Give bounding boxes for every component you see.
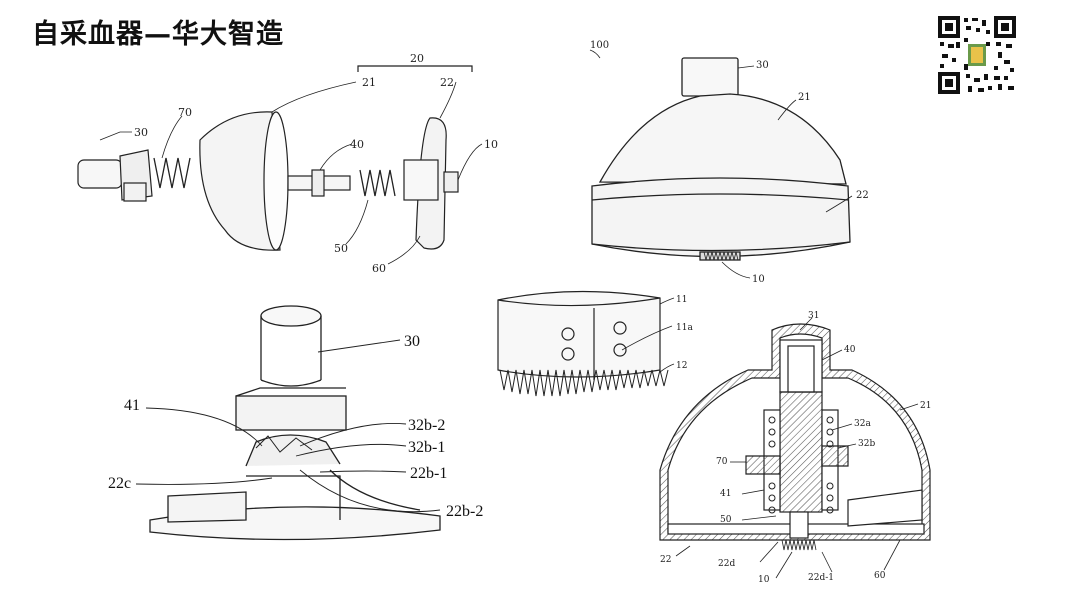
label-22c: 22c <box>108 475 131 492</box>
label-100: 100 <box>590 40 609 51</box>
label-11: 11 <box>676 295 687 305</box>
label-30-cutaway: 30 <box>404 333 420 350</box>
label-11a: 11a <box>676 323 693 333</box>
label-21-dome: 21 <box>798 92 811 103</box>
label-22b-1: 22b-1 <box>410 465 447 482</box>
page-title: 自采血器—华大智造 <box>32 19 284 50</box>
qr-code-icon <box>938 16 1016 94</box>
label-30: 30 <box>134 126 148 139</box>
label-12: 12 <box>676 361 687 371</box>
label-10-needle: 10 <box>752 274 765 285</box>
figure2-labels: 100 30 21 22 10 <box>590 40 869 285</box>
label-30-top: 30 <box>756 60 769 71</box>
label-32a: 32a <box>854 419 871 429</box>
figure4-labels: 11 11a 12 <box>676 295 693 371</box>
label-20: 20 <box>410 52 424 65</box>
label-32b-1: 32b-1 <box>408 439 445 456</box>
label-50: 50 <box>334 242 348 255</box>
label-22-base: 22 <box>856 190 869 201</box>
figure-cutaway-perspective <box>135 305 441 541</box>
figure5-labels: 31 40 21 32a 32b 70 41 50 22 22d 10 22d-… <box>660 311 931 585</box>
label-22b-2: 22b-2 <box>446 503 483 520</box>
figure-exploded-view <box>77 65 483 265</box>
figure-cross-section <box>659 317 931 579</box>
figure1-labels: 20 21 22 70 30 40 10 50 60 <box>134 52 498 275</box>
label-10: 10 <box>484 138 498 151</box>
label-70-section: 70 <box>716 457 728 467</box>
label-10-section: 10 <box>758 575 770 585</box>
label-32b-2: 32b-2 <box>408 417 445 434</box>
label-50-section: 50 <box>720 515 732 525</box>
label-70: 70 <box>178 106 192 119</box>
label-22d: 22d <box>718 559 735 569</box>
label-32b: 32b <box>858 439 875 449</box>
label-40-section: 40 <box>844 345 856 355</box>
label-21: 21 <box>362 76 376 89</box>
label-31: 31 <box>808 311 819 321</box>
label-22: 22 <box>440 76 454 89</box>
label-40: 40 <box>350 138 364 151</box>
label-22-section: 22 <box>660 555 671 565</box>
figure-needle-ring <box>497 290 675 397</box>
figure-assembled-view <box>589 49 853 279</box>
label-22d-1: 22d-1 <box>808 573 834 583</box>
label-21-section: 21 <box>920 401 931 411</box>
label-60: 60 <box>372 262 386 275</box>
label-41: 41 <box>124 397 140 414</box>
label-60-section: 60 <box>874 571 886 581</box>
figure3-labels: 30 41 32b-2 32b-1 22b-1 22c 22b-2 <box>108 333 483 520</box>
label-41-section: 41 <box>720 489 731 499</box>
